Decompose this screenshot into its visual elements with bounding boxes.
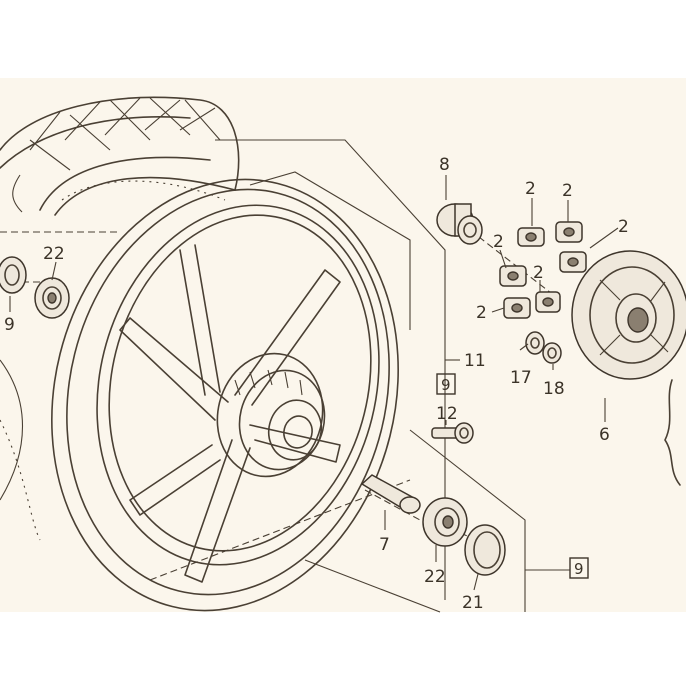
callout-2: 2	[476, 303, 487, 323]
callout-9-boxed: 9	[441, 376, 451, 394]
callout-7: 7	[379, 535, 390, 555]
damper-rubbers-part-2	[499, 221, 587, 319]
leader-lines	[9, 175, 619, 591]
callout-labels: 8 2 2 2 2 2 2 22 9 11 9 12 17 18 6 7 22 …	[4, 155, 629, 613]
bearing-right	[422, 497, 468, 547]
callout-11: 11	[464, 351, 486, 371]
rear-tire	[0, 96, 240, 541]
cast-wheel	[51, 178, 399, 612]
washer-part-17	[525, 331, 545, 355]
driven-flange-part-6	[571, 250, 686, 486]
callout-2: 2	[533, 263, 544, 283]
spacer-part-7	[360, 474, 421, 514]
callout-21: 21	[462, 593, 484, 613]
callout-18: 18	[543, 379, 565, 399]
seal-left	[0, 256, 27, 294]
ref-box-9-mid	[436, 373, 456, 395]
top-margin	[0, 0, 686, 78]
callout-8: 8	[439, 155, 450, 175]
bolt-part-12	[431, 422, 474, 444]
callout-9-boxed: 9	[574, 560, 584, 578]
callout-17: 17	[510, 368, 532, 388]
callout-12: 12	[436, 404, 458, 424]
callout-22: 22	[424, 567, 446, 587]
collar-part-8	[436, 203, 483, 245]
callout-9: 9	[4, 315, 15, 335]
bottom-margin	[0, 612, 686, 686]
nut-part-18	[542, 342, 562, 364]
callout-2: 2	[493, 232, 504, 252]
bearing-left	[34, 277, 70, 319]
callout-2: 2	[618, 217, 629, 237]
seal-part-21	[464, 524, 506, 576]
callout-2: 2	[525, 179, 536, 199]
callout-2: 2	[562, 181, 573, 201]
callout-6: 6	[599, 425, 610, 445]
callout-22: 22	[43, 244, 65, 264]
ref-box-9-low	[569, 557, 589, 579]
